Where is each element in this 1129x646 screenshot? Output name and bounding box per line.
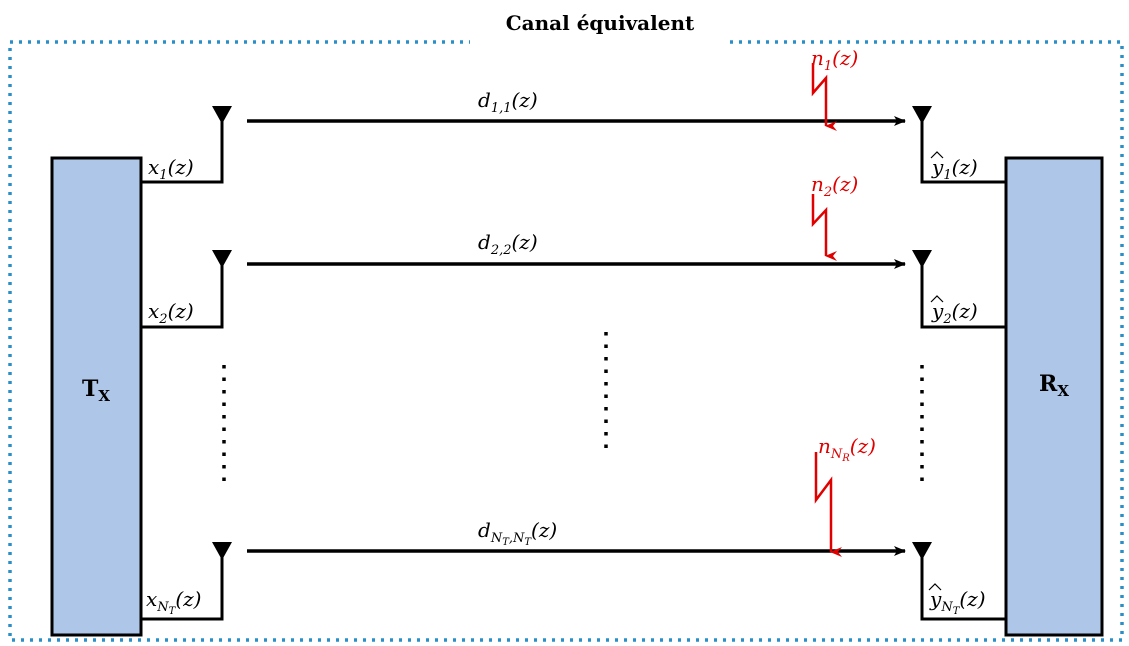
noise-arrow-1 <box>811 63 837 131</box>
tx-feed-line-2 <box>141 262 224 329</box>
tx-antenna-icon-n <box>212 542 232 560</box>
noise-label-2: n2(z) <box>811 172 858 200</box>
rx-block <box>1004 156 1104 637</box>
rx-feed-line-2 <box>920 262 1006 329</box>
noise-arrow-n <box>814 452 842 557</box>
noise-arrow-2 <box>811 194 837 261</box>
branch-n: xNT(z) yNT(z) dNT,NT(z) nNR(z) <box>141 434 1006 621</box>
tx-feed-line-n <box>141 550 224 621</box>
rx-antenna-icon-1 <box>912 106 932 124</box>
output-label-1: y1(z) <box>931 155 978 183</box>
output-label-n: yNT(z) <box>929 587 986 617</box>
rx-antenna-icon-2 <box>912 250 932 268</box>
output-label-2: y2(z) <box>931 299 978 327</box>
hat-icon-2 <box>930 295 944 303</box>
rx-label: RX <box>1039 371 1069 400</box>
input-label-1: x1(z) <box>148 155 194 183</box>
channel-label-2: d2,2(z) <box>478 230 538 258</box>
rx-feed-line-n <box>920 550 1006 621</box>
tx-antenna-icon-2 <box>212 250 232 268</box>
noise-label-n: nNR(z) <box>818 434 876 464</box>
channel-label-1: d1,1(z) <box>478 88 538 116</box>
noise-label-1: n1(z) <box>811 46 858 74</box>
branch-1: x1(z) y1(z) d1,1(z) n1(z) <box>141 46 1006 184</box>
tx-antenna-icon-1 <box>212 106 232 124</box>
title-backdrop <box>470 28 730 56</box>
input-label-2: x2(z) <box>148 299 194 327</box>
channel-label-n: dNT,NT(z) <box>478 518 557 548</box>
diagram-title: Canal équivalent <box>506 11 695 35</box>
tx-feed-line-1 <box>141 118 224 184</box>
hat-icon-1 <box>930 151 944 159</box>
input-label-n: xNT(z) <box>146 587 201 617</box>
rx-feed-line-1 <box>920 118 1006 184</box>
tx-label: TX <box>82 376 110 405</box>
hat-icon-n <box>928 583 942 591</box>
branch-2: x2(z) y2(z) d2,2(z) n2(z) <box>141 172 1006 329</box>
tx-block <box>50 156 143 637</box>
